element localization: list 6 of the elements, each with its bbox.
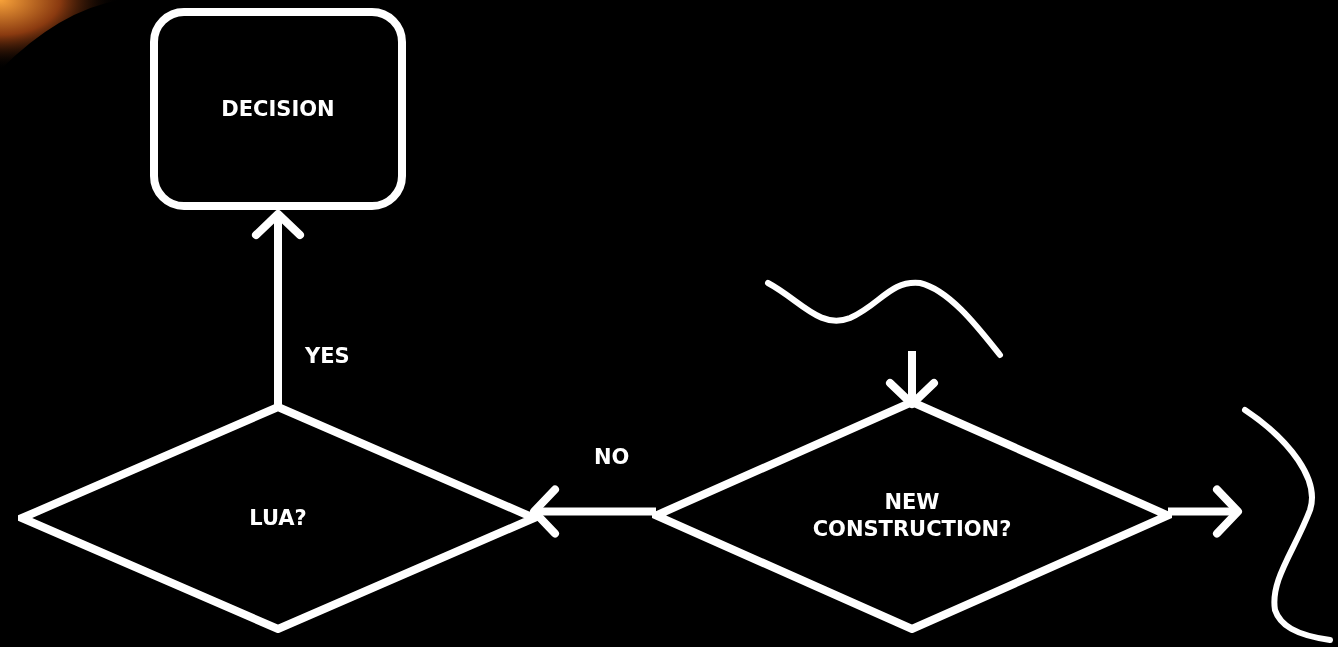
node-label: NEW CONSTRUCTION? — [811, 489, 1013, 542]
arrow — [1168, 485, 1242, 538]
process-box — [150, 8, 406, 210]
node-label: LUA? — [249, 504, 307, 532]
node-label: DECISION — [221, 95, 335, 123]
arrow — [530, 485, 656, 538]
